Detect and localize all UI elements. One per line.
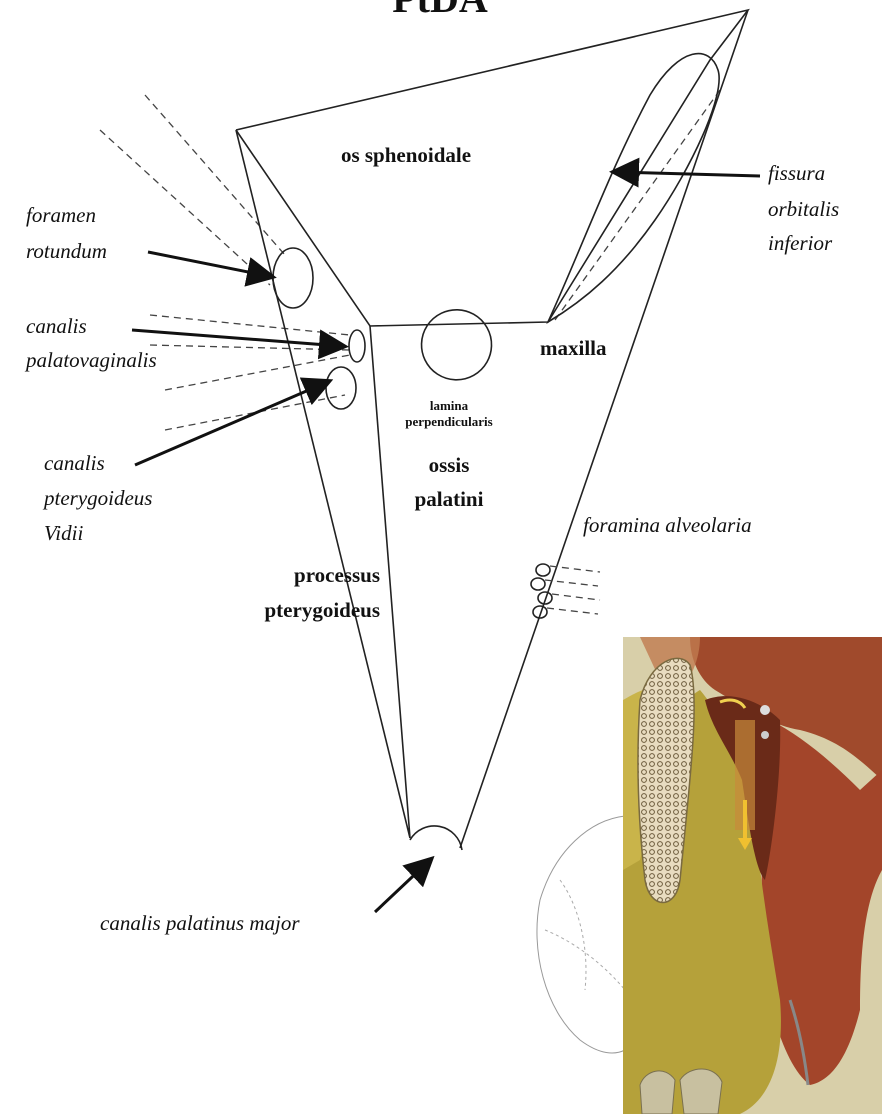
skull-sketch (537, 816, 625, 1053)
label-ossis: ossis (429, 453, 470, 477)
label-foramen-rotundum-line2: rotundum (26, 239, 107, 263)
label-canalis-pterygoideus-line2: pterygoideus (42, 486, 152, 510)
fissure-dashed-axis (555, 90, 720, 320)
label-fissura-line2: orbitalis (768, 197, 839, 221)
label-canalis-palatovaginalis-line2: palatovaginalis (24, 348, 157, 372)
label-pterygoideus: pterygoideus (265, 598, 381, 622)
diagram-title: PtDA (392, 0, 488, 21)
arrow-canalis-palatinus-major (375, 862, 428, 912)
label-os-sphenoidale: os sphenoidale (341, 143, 471, 167)
label-foramina-alveolaria: foramina alveolaria (583, 513, 752, 537)
foramen-sphenopalatinum-shape (422, 310, 492, 380)
label-canalis-palatinus-major: canalis palatinus major (100, 911, 300, 935)
label-palatini: palatini (415, 487, 484, 511)
label-fissura-line3: inferior (768, 231, 833, 255)
label-fissura-line1: fissura (768, 161, 825, 185)
label-foramen-rotundum-line1: foramen (26, 203, 96, 227)
label-lamina-line1: lamina (430, 398, 469, 413)
arrow-foramen-rotundum (148, 252, 268, 276)
arrow-canalis-pterygoideus (135, 383, 325, 465)
canalis-palatovaginalis-shape (349, 330, 365, 362)
label-maxilla: maxilla (540, 336, 607, 360)
canalis-pterygoideus-shape (326, 367, 356, 409)
anatomical-painting-inset (623, 637, 882, 1114)
label-processus: processus (294, 563, 380, 587)
canalis-palatinus-major-shape (410, 826, 462, 850)
foramen-rotundum-shape (273, 248, 313, 308)
label-lamina-line2: perpendicularis (405, 414, 492, 429)
label-canalis-pterygoideus-line3: Vidii (44, 521, 83, 545)
arrow-canalis-palatovaginalis (132, 330, 340, 346)
label-canalis-pterygoideus-line1: canalis (44, 451, 105, 475)
dashed-lines-rotundum (100, 95, 285, 285)
label-canalis-palatovaginalis-line1: canalis (26, 314, 87, 338)
